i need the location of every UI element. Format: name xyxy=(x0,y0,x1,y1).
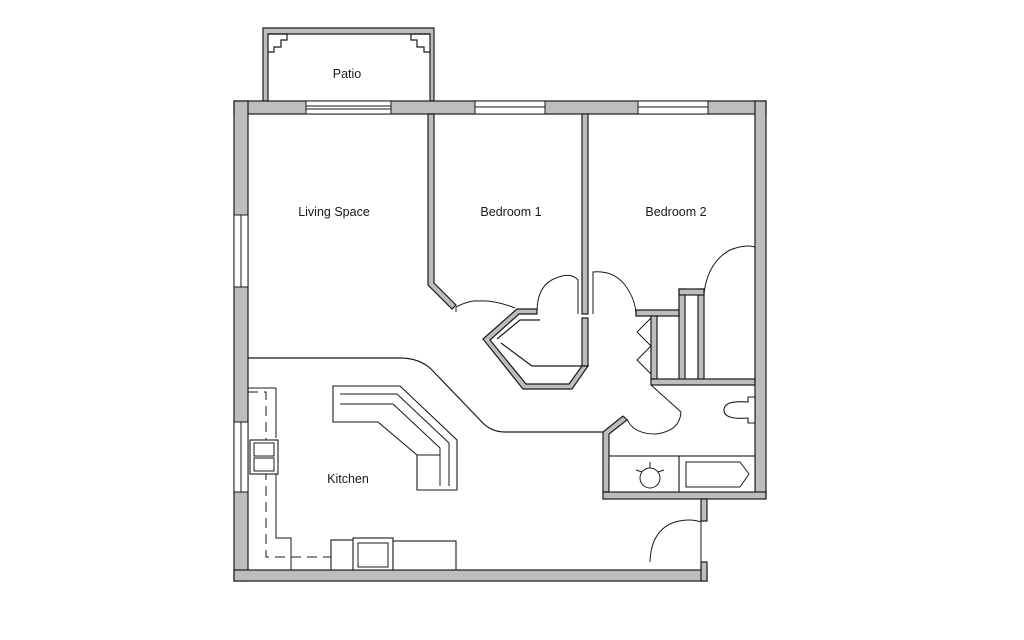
kitchen-sink-icon xyxy=(249,439,279,475)
label-bedroom-2: Bedroom 2 xyxy=(645,205,706,219)
refrigerator-icon xyxy=(392,540,457,571)
interior-walls xyxy=(427,113,756,493)
label-bedroom-1: Bedroom 1 xyxy=(480,205,541,219)
label-kitchen: Kitchen xyxy=(327,472,369,486)
bathroom-fixtures xyxy=(608,396,756,493)
label-living-space: Living Space xyxy=(298,205,370,219)
label-patio: Patio xyxy=(333,67,362,81)
range-icon xyxy=(330,539,356,571)
kitchen-island xyxy=(332,385,458,491)
patio-area xyxy=(262,27,435,102)
room-labels: Patio Living Space Bedroom 1 Bedroom 2 K… xyxy=(298,67,706,486)
exterior-walls xyxy=(233,100,767,582)
doors xyxy=(455,245,756,563)
floor-transition xyxy=(248,357,603,433)
toilet-icon xyxy=(723,396,756,424)
windows xyxy=(233,100,709,493)
kitchen-fixtures xyxy=(248,385,458,571)
